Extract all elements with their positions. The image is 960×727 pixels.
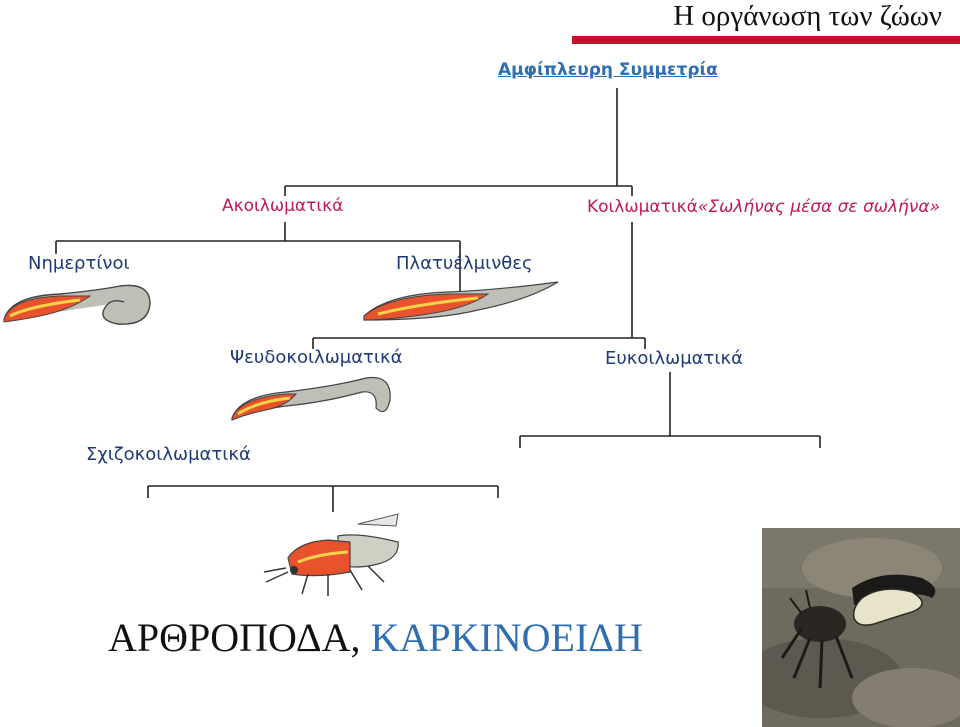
coelomates-name: Κοιλωματικά: [587, 197, 698, 217]
symmetry-label: Αμφίπλευρη Συμμετρία: [498, 60, 718, 80]
coelomates-label: Κοιλωματικά«Σωλήνας μέσα σε σωλήνα»: [587, 197, 940, 217]
nemertean-illustration: [3, 284, 151, 325]
crustaceans-text: ΚΑΡΚΙΝΟΕΙΔΗ: [370, 615, 643, 660]
coelomates-note: «Σωλήνας μέσα σε σωλήνα»: [697, 197, 941, 217]
fiddler-crab-photo: [762, 528, 960, 727]
eucoelomates-label: Ευκοιλωματικά: [605, 348, 743, 369]
flatworm-illustration: [363, 281, 559, 321]
flatworms-label: Πλατυέλμινθες: [396, 253, 533, 274]
title-accent-bar: [572, 36, 960, 44]
arthropod-illustration: [263, 513, 399, 596]
arthropods-caption: ΑΡΘΡΟΠΟΔΑ, ΚΑΡΚΙΝΟΕΙΔΗ: [108, 614, 643, 661]
pseudocoelomates-label: Ψευδοκοιλωματικά: [230, 347, 403, 368]
acoelomates-label: Ακοιλωματικά: [222, 196, 344, 216]
arthropods-text: ΑΡΘΡΟΠΟΔΑ,: [108, 615, 361, 660]
schizocoelomates-label: Σχιζοκοιλωματικά: [86, 444, 251, 465]
page-title: Η οργάνωση των ζώων: [673, 0, 942, 32]
nemerteans-label: Νημερτίνοι: [28, 253, 130, 274]
pseudocoelomate-illustration: [231, 376, 391, 421]
